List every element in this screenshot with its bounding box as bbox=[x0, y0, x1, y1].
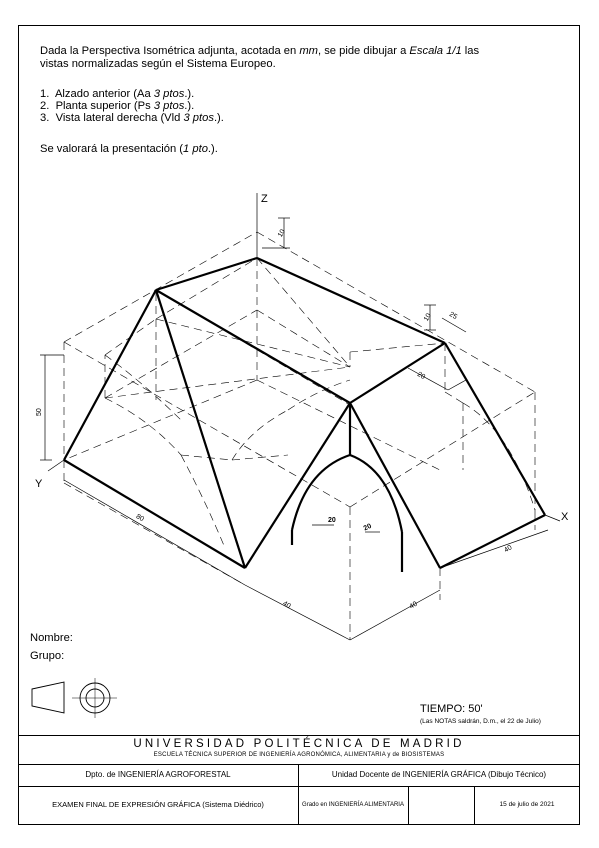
task-label: Planta superior (Ps bbox=[55, 100, 154, 112]
exam-sheet-border bbox=[18, 25, 580, 825]
task-label: Alzado anterior (Aa bbox=[54, 88, 154, 100]
university-name: UNIVERSIDAD POLITÉCNICA DE MADRID bbox=[133, 738, 465, 750]
name-label: Nombre: bbox=[30, 632, 73, 644]
group-label: Grupo: bbox=[30, 650, 65, 662]
task-number: 2. bbox=[40, 100, 50, 112]
axis-label-z: Z bbox=[261, 193, 268, 205]
projection-symbol bbox=[31, 678, 117, 718]
statement-unit: mm bbox=[299, 45, 318, 57]
task-points: 3 ptos bbox=[153, 100, 185, 112]
dim-20-top: 20 bbox=[416, 371, 426, 381]
statement-part3: las bbox=[461, 45, 480, 57]
visible-edges bbox=[63, 256, 546, 572]
task-label: Vista lateral derecha (Vld bbox=[55, 112, 184, 124]
dim-40-right: 40 bbox=[409, 601, 419, 611]
task-points: 3 ptos bbox=[183, 112, 214, 124]
degree-name: Grado en INGENIERÍA ALIMENTARIA bbox=[302, 802, 404, 808]
dim-80: 80 bbox=[135, 513, 145, 523]
task-points: 3 ptos bbox=[153, 88, 185, 100]
task-end: .). bbox=[184, 100, 195, 112]
task-item-3: 3. Vista lateral derecha (Vld 3 ptos.). bbox=[40, 112, 224, 125]
time-note: (Las NOTAS saldrán, D.m., el 22 de Julio… bbox=[420, 718, 541, 725]
department-name: Dpto. de INGENIERÍA AGROFORESTAL bbox=[85, 770, 231, 779]
task-number: 1. bbox=[40, 88, 50, 100]
task-item-1: 1. Alzado anterior (Aa 3 ptos.). bbox=[40, 88, 194, 101]
statement-scale: Escala 1/1 bbox=[409, 45, 462, 57]
axis-lines bbox=[47, 193, 561, 522]
statement-part2: , se pide dibujar a bbox=[317, 45, 410, 57]
title-block-divider-1 bbox=[18, 764, 580, 765]
title-block-top-border bbox=[18, 735, 580, 736]
teaching-unit: Unidad Docente de INGENIERÍA GRÁFICA (Di… bbox=[331, 770, 547, 779]
statement-line-2: vistas normalizadas según el Sistema Eur… bbox=[40, 58, 276, 70]
task-number: 3. bbox=[40, 112, 50, 124]
title-block-vdivider-3 bbox=[474, 786, 475, 825]
task-item-2: 2. Planta superior (Ps 3 ptos.). bbox=[40, 100, 194, 113]
task-end: .). bbox=[184, 88, 195, 100]
dim-25: 25 bbox=[448, 311, 458, 321]
dim-20-arc-left: 20 bbox=[328, 517, 336, 524]
presentation-text: Se valorará la presentación ( bbox=[40, 143, 184, 155]
exam-name: EXAMEN FINAL DE EXPRESIÓN GRÁFICA (Siste… bbox=[52, 800, 264, 809]
construction-lines bbox=[63, 231, 536, 640]
presentation-note: Se valorará la presentación (1 pto.). bbox=[40, 143, 218, 156]
statement-part1: Dada la Perspectiva Isométrica adjunta, … bbox=[40, 45, 300, 57]
task-end: .). bbox=[213, 112, 224, 124]
title-block-vdivider-1 bbox=[298, 764, 299, 825]
dim-50: 50 bbox=[36, 408, 43, 416]
exam-date: 15 de julio de 2021 bbox=[499, 801, 555, 808]
title-block-vdivider-2 bbox=[408, 786, 409, 825]
presentation-points: 1 pto bbox=[183, 143, 208, 155]
axis-label-y: Y bbox=[35, 478, 43, 490]
dim-10-mid: 10 bbox=[423, 312, 433, 322]
dim-40-front: 40 bbox=[281, 600, 291, 610]
statement-line-1: Dada la Perspectiva Isométrica adjunta, … bbox=[40, 45, 479, 58]
time-label: TIEMPO: 50' bbox=[420, 703, 483, 715]
school-name: ESCUELA TÉCNICA SUPERIOR DE INGENIERÍA A… bbox=[153, 752, 445, 758]
dim-10-top: 10 bbox=[277, 228, 287, 238]
title-block-divider-2 bbox=[18, 786, 580, 787]
dim-40-side: 40 bbox=[503, 544, 513, 554]
presentation-end: .). bbox=[207, 143, 218, 155]
dimension-lines bbox=[40, 217, 549, 641]
dim-20-arc-right: 20 bbox=[363, 523, 373, 533]
axis-label-x: X bbox=[561, 511, 569, 523]
